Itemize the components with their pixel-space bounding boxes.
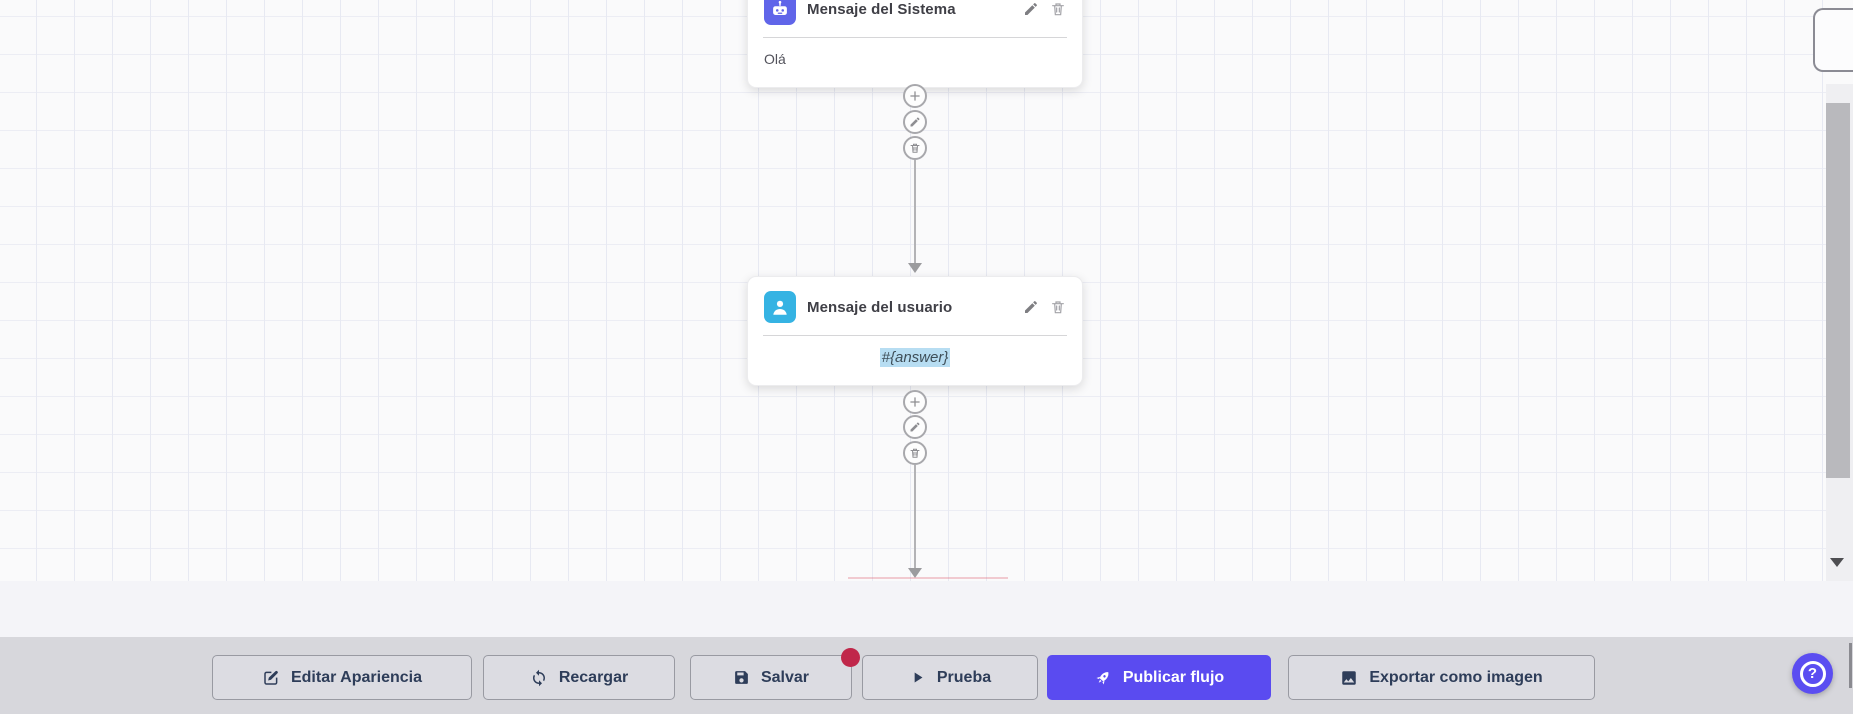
edit-connector-button[interactable]	[903, 415, 927, 439]
node-user-message[interactable]: Mensaje del usuario #{answer}	[747, 276, 1083, 386]
export-image-button[interactable]: Exportar como imagen	[1288, 655, 1595, 700]
scrollbar-down-arrow[interactable]	[1830, 558, 1844, 567]
variable-token[interactable]: #{answer}	[879, 348, 951, 367]
edit-node-button[interactable]	[1023, 299, 1039, 315]
add-step-button[interactable]	[903, 390, 927, 414]
refresh-icon	[530, 669, 548, 687]
canvas-footer-spacer	[0, 581, 1853, 637]
test-button[interactable]: Prueba	[862, 655, 1038, 700]
button-label: Publicar flujo	[1122, 668, 1225, 686]
delete-node-button[interactable]	[1050, 299, 1066, 315]
save-icon	[733, 669, 750, 686]
edit-node-button[interactable]	[1023, 1, 1039, 17]
button-label: Editar Apariencia	[290, 668, 422, 686]
node-title: Mensaje del usuario	[807, 298, 953, 316]
window-scrollbar-fragment[interactable]	[1849, 643, 1852, 688]
publish-flow-button[interactable]: Publicar flujo	[1047, 655, 1271, 700]
add-step-button[interactable]	[903, 84, 927, 108]
button-label: Exportar como imagen	[1369, 668, 1543, 686]
edit-connector-button[interactable]	[903, 110, 927, 134]
pencil-icon	[910, 117, 920, 127]
node-header: Mensaje del Sistema	[748, 0, 1082, 37]
trash-icon	[910, 143, 920, 153]
button-label: Recargar	[558, 668, 629, 686]
node-divider	[763, 37, 1067, 38]
image-icon	[1340, 669, 1358, 687]
unsaved-changes-badge	[841, 648, 860, 667]
robot-icon	[764, 0, 796, 25]
help-button[interactable]: ?	[1792, 653, 1833, 694]
save-button[interactable]: Salvar	[690, 648, 860, 700]
canvas-controls-panel[interactable]	[1813, 8, 1853, 72]
node-content[interactable]: Olá	[764, 51, 786, 67]
edit-appearance-button[interactable]: Editar Apariencia	[212, 655, 472, 700]
user-icon	[764, 291, 796, 323]
node-header: Mensaje del usuario	[748, 277, 1082, 335]
connector-line	[914, 160, 916, 263]
connector-arrow	[908, 568, 922, 578]
edit-icon	[262, 669, 280, 687]
button-label: Prueba	[936, 668, 992, 686]
delete-connector-button[interactable]	[903, 441, 927, 465]
play-icon	[909, 669, 926, 686]
plus-icon	[910, 91, 920, 101]
flow-canvas[interactable]: Mensaje del Sistema Olá	[0, 0, 1853, 581]
node-content[interactable]: #{answer}	[748, 336, 1082, 381]
delete-node-button[interactable]	[1050, 1, 1066, 17]
node-title: Mensaje del Sistema	[807, 0, 956, 18]
plus-icon	[910, 397, 920, 407]
node-system-message[interactable]: Mensaje del Sistema Olá	[747, 0, 1083, 88]
delete-connector-button[interactable]	[903, 136, 927, 160]
node-divider	[763, 335, 1067, 336]
button-label: Salvar	[760, 668, 810, 686]
connector-arrow	[908, 263, 922, 273]
question-mark-icon: ?	[1799, 660, 1826, 687]
reload-button[interactable]: Recargar	[483, 655, 675, 700]
vertical-scrollbar-thumb[interactable]	[1826, 103, 1850, 478]
trash-icon	[910, 448, 920, 458]
connector-line	[914, 465, 916, 568]
next-node-edge	[848, 577, 1008, 579]
pencil-icon	[910, 422, 920, 432]
rocket-icon	[1090, 665, 1115, 690]
